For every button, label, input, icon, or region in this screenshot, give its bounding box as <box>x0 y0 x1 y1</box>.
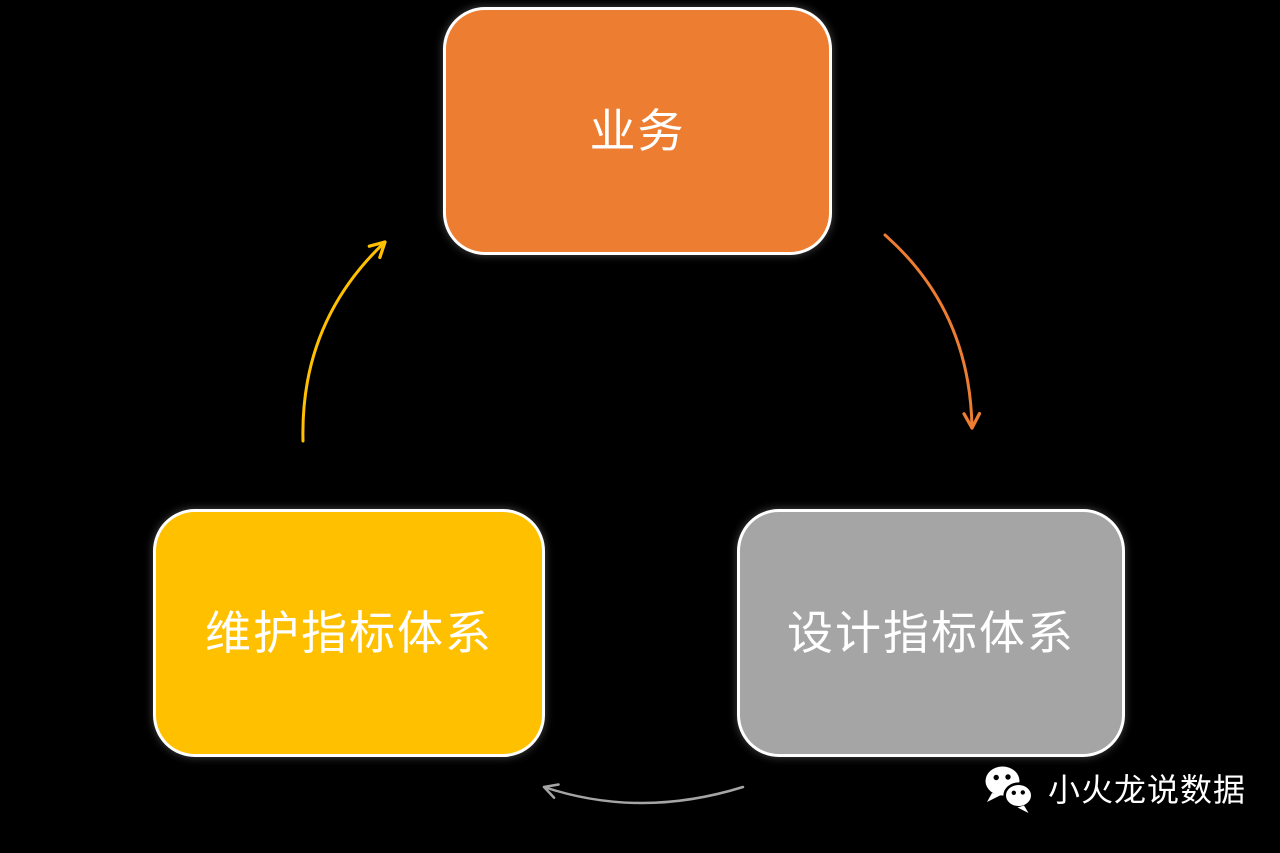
node-maintain-system: 维护指标体系 <box>153 509 545 757</box>
node-business: 业务 <box>443 7 832 255</box>
node-design-system-label: 设计指标体系 <box>787 607 1075 659</box>
node-business-label: 业务 <box>589 105 686 157</box>
arrow-maintain-to-business <box>301 240 387 443</box>
arrow-business-to-design <box>883 233 982 430</box>
watermark-text: 小火龙说数据 <box>1048 772 1247 808</box>
watermark: 小火龙说数据 <box>983 764 1246 816</box>
arrow-design-to-maintain <box>542 783 745 805</box>
node-design-system: 设计指标体系 <box>737 509 1125 757</box>
wechat-icon <box>985 766 1034 813</box>
node-maintain-system-label: 维护指标体系 <box>205 607 493 659</box>
